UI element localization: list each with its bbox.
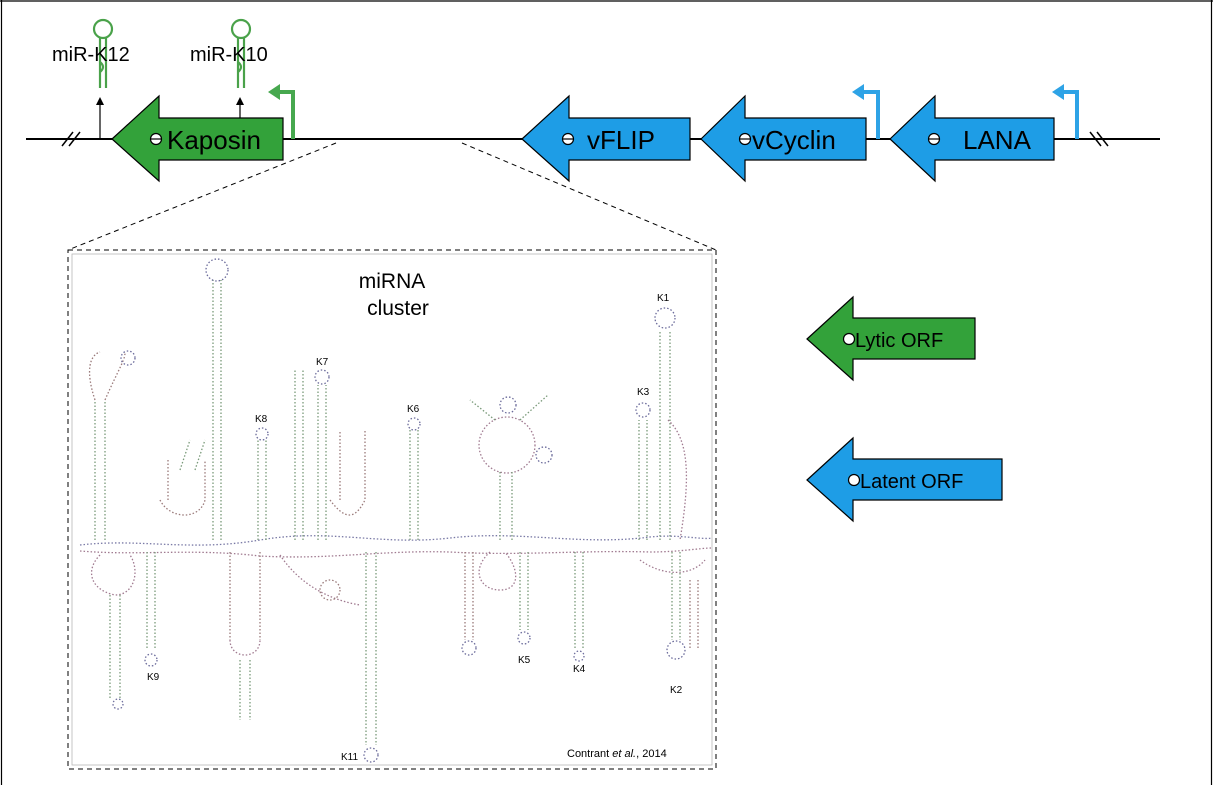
mirna-k-label: K3 [637,387,650,398]
promoter-arrow-kaposin [268,84,295,139]
mirna-k-label: K5 [518,655,531,666]
gene-arrow-vcyclin: vCyclin [700,94,867,183]
promoter-arrow-lana [1052,84,1079,139]
cluster-title: miRNA [359,270,426,293]
rna-secondary-structure [79,258,713,763]
gene-label: vCyclin [752,125,836,155]
legend: Lytic ORF Latent ORF [806,295,1003,523]
legend-latent-orf: Latent ORF [806,436,1003,523]
gene-arrow-vflip: vFLIP [521,94,691,183]
mirna-label: miR-K12 [52,44,130,66]
mirna-k-label: K1 [657,293,670,304]
mirna-k10-pointer [236,97,244,118]
mirna-k-label: K2 [670,685,683,696]
legend-label: Lytic ORF [855,330,943,352]
mirna-k-label: K9 [147,672,160,683]
gene-label: LANA [963,125,1032,155]
hairpin-icon [92,18,114,88]
legend-lytic-orf: Lytic ORF [806,295,976,382]
gene-arrow-kaposin: Kaposin [111,94,284,183]
promoter-arrow-vcyclin [852,84,880,139]
hairpin-icon [230,18,252,88]
cluster-labels: K1 K2 K3 K4 K5 K6 K7 K8 K9 K11 [147,293,683,763]
zoom-lines [67,142,717,251]
cluster-title: cluster [367,297,429,320]
mirna-k-label: K8 [255,414,268,425]
gene-arrow-lana: LANA [889,94,1055,183]
mirna-cluster-inset: miRNA cluster K1 K2 K3 K4 K5 K6 K7 K8 K9… [67,249,717,770]
mirna-k-label: K11 [341,752,358,763]
mirna-k-label: K4 [573,664,586,675]
mirna-label: miR-K10 [190,44,268,66]
legend-label: Latent ORF [860,471,963,493]
mirna-k-label: K7 [316,357,329,368]
gene-label: Kaposin [167,125,261,155]
mirna-k12-pointer [96,97,104,139]
citation: Contrant et al., 2014 [567,748,667,760]
gene-label: vFLIP [587,125,655,155]
mirna-k-label: K6 [407,404,420,415]
